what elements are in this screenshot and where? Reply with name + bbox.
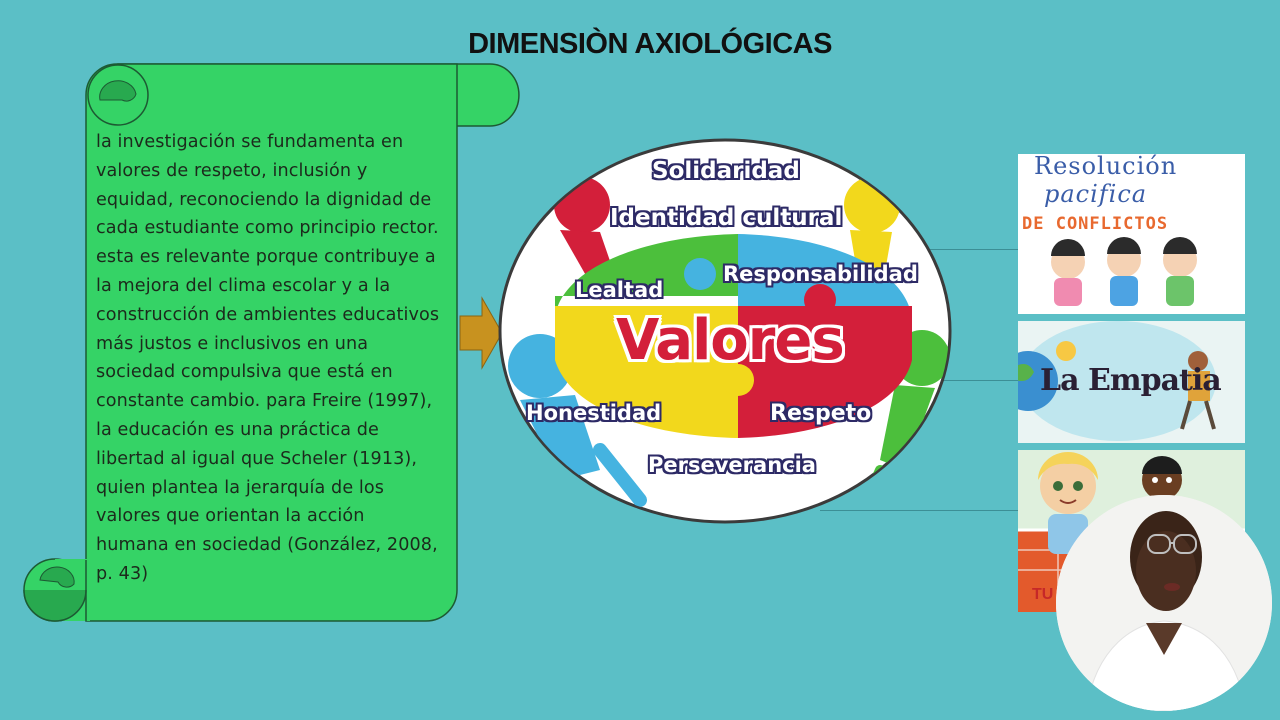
globe-illustration: [1018, 321, 1216, 441]
value-label-identidad-cultural: Identidad cultural: [610, 205, 843, 231]
value-label-respeto: Respeto: [770, 401, 872, 426]
value-label-honestidad: Honestidad: [526, 401, 662, 425]
presenter-webcam: [1056, 495, 1272, 711]
card-subtitle: DE CONFLICTOS: [1022, 214, 1169, 234]
connector-line: [942, 380, 1018, 381]
presenter-avatar: [1056, 495, 1272, 711]
empathy-card: La Empatia: [1018, 321, 1245, 443]
card-title-line: Resolución: [1034, 154, 1178, 180]
slide-title: DIMENSIÒN AXIOLÓGICAS: [468, 28, 832, 60]
value-label-responsabilidad: Responsabilidad: [723, 262, 918, 286]
connector-line: [820, 510, 1018, 511]
card-partial-label: TU: [1032, 586, 1054, 603]
value-label-perseverancia: Perseverancia: [648, 453, 816, 477]
scroll-banner: [23, 63, 520, 622]
connector-line: [930, 249, 1018, 250]
value-label-lealtad: Lealtad: [575, 278, 664, 302]
empathy-label: La Empatia: [1040, 363, 1222, 398]
arrow-right-icon: [459, 296, 503, 370]
value-label-solidaridad: Solidaridad: [652, 158, 800, 184]
conflict-resolution-card: Resolución pacifica DE CONFLICTOS: [1018, 154, 1245, 314]
children-illustration: [1051, 237, 1197, 306]
scroll-body-text: la investigación se fundamenta en valore…: [96, 132, 440, 584]
card-title-line: pacifica: [1044, 180, 1148, 208]
center-word: Valores: [616, 308, 845, 373]
